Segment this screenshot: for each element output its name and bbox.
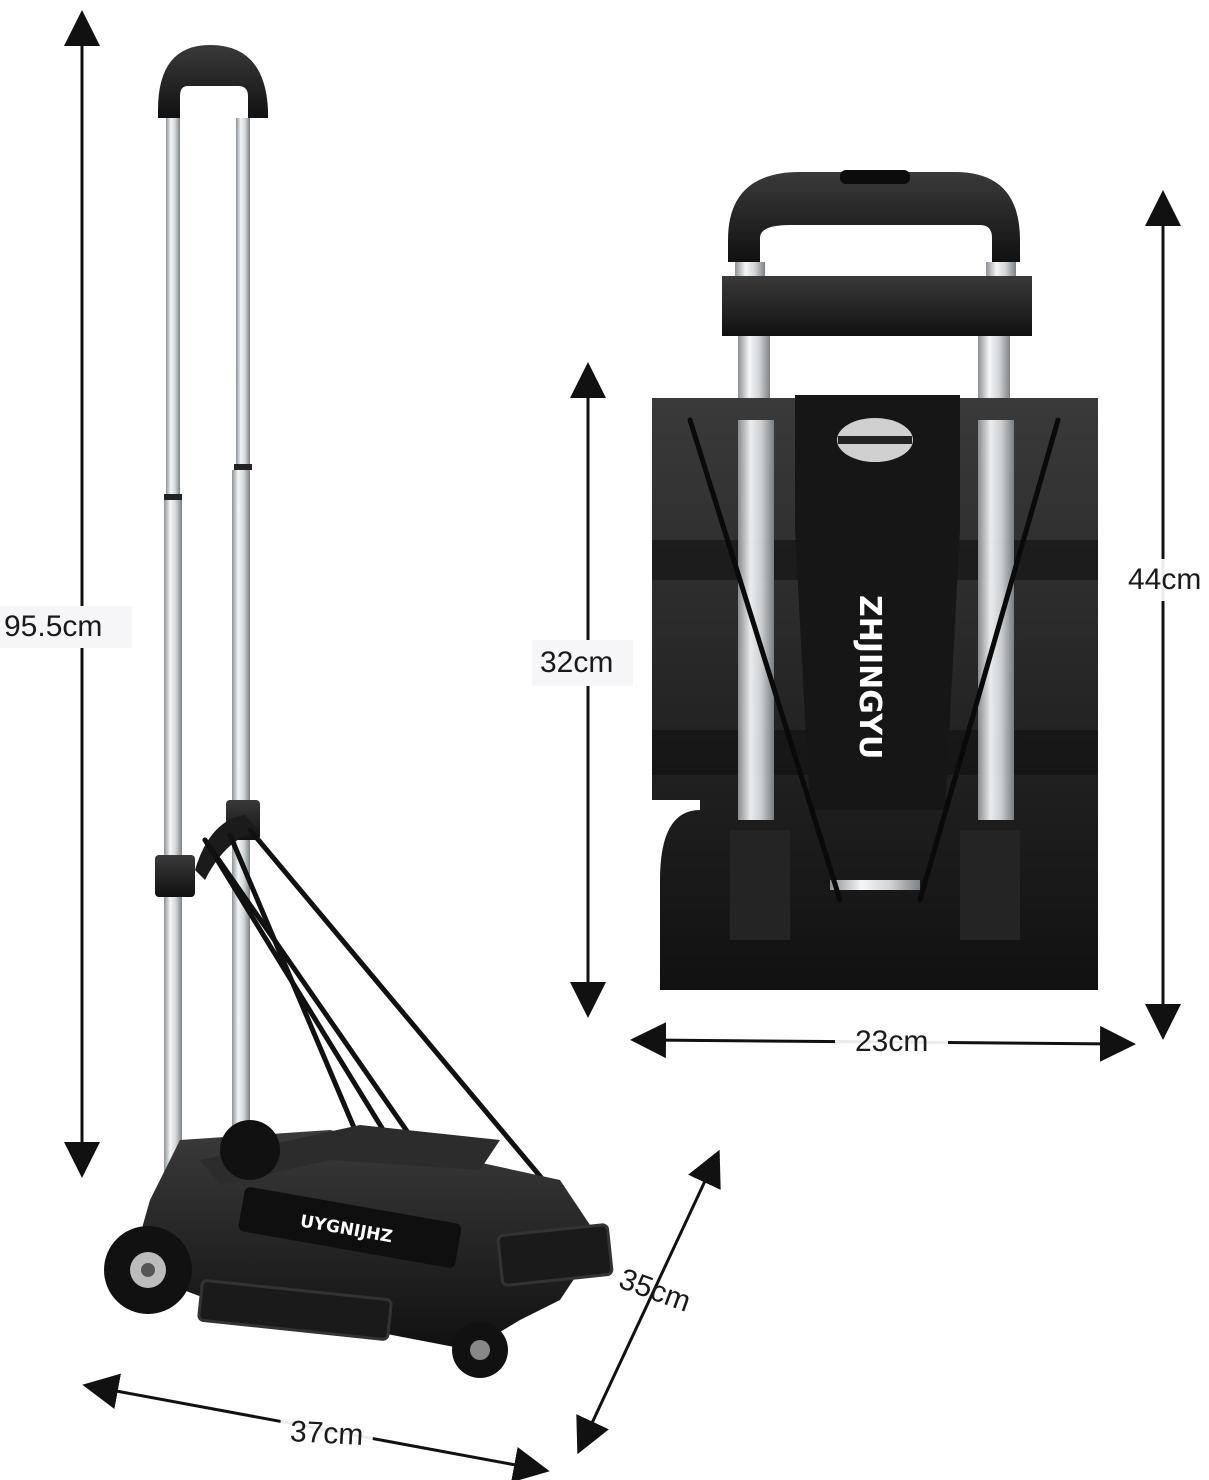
- folded-body-height-label: 32cm: [532, 640, 634, 686]
- folded-handle: [728, 172, 1020, 262]
- width-label: 37cm: [278, 1410, 375, 1458]
- trolley-base: UYGNIJHZ: [104, 1120, 614, 1378]
- handle-grip: [158, 45, 268, 118]
- depth-arrow: [576, 1149, 721, 1455]
- left-pole-lower: [164, 500, 182, 1200]
- handle-crossbar: [722, 276, 1032, 336]
- unfolded-trolley: UYGNIJHZ: [104, 45, 614, 1378]
- pole-collar: [155, 855, 195, 897]
- front-logo: ZHJINGYU: [852, 595, 887, 759]
- left-pole-upper: [166, 118, 180, 498]
- folded-trolley: ZHJINGYU: [652, 170, 1098, 990]
- folded-total-height-label: 44cm: [1118, 559, 1209, 601]
- right-pole-upper: [236, 118, 250, 468]
- height-label: 95.5cm: [0, 606, 133, 648]
- folded-width-label: 23cm: [835, 1023, 949, 1061]
